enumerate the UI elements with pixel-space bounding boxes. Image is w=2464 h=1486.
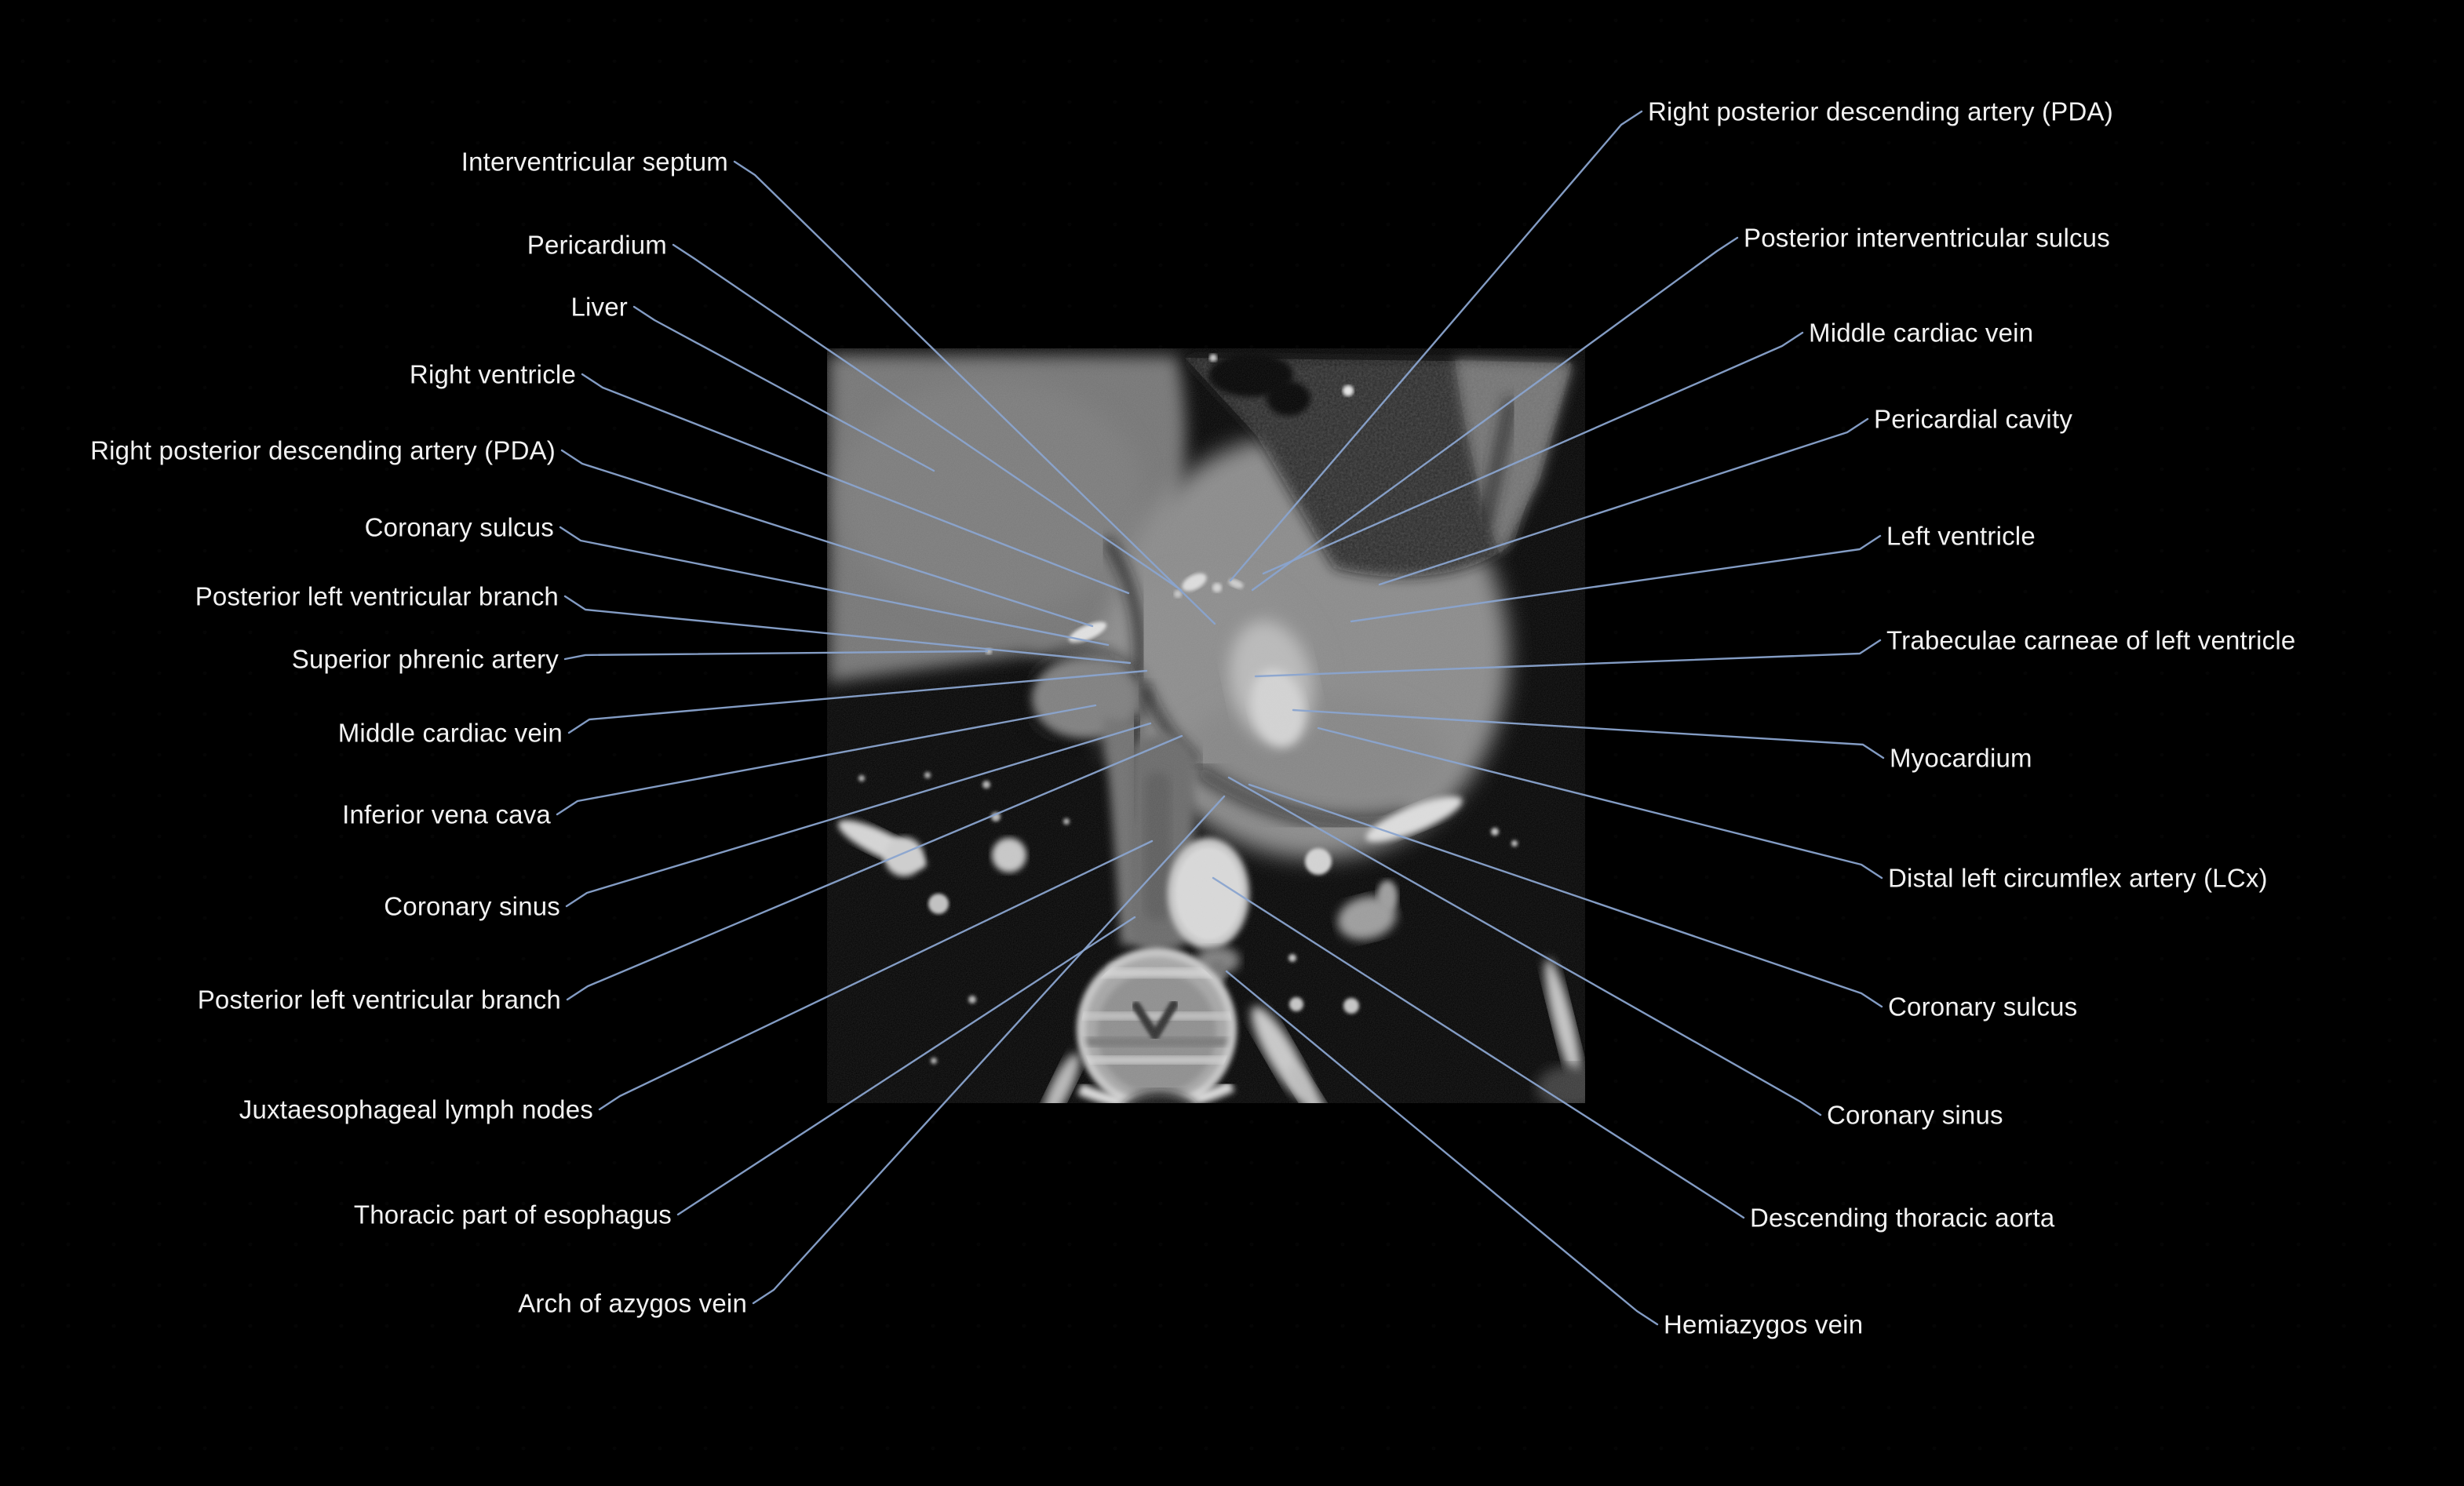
- leader-lines: [556, 110, 1885, 1326]
- anatomy-label[interactable]: Posterior left ventricular branch: [195, 581, 559, 611]
- leader-line: [556, 704, 1097, 816]
- anatomy-label[interactable]: Distal left circumflex artery (LCx): [1888, 863, 2268, 893]
- anatomy-label[interactable]: Right posterior descending artery (PDA): [90, 435, 556, 465]
- anatomy-label[interactable]: Coronary sulcus: [1888, 992, 2078, 1022]
- anatomy-label[interactable]: Juxtaesophageal lymph nodes: [239, 1094, 593, 1124]
- leader-line: [1262, 331, 1804, 575]
- anatomy-label[interactable]: Pericardium: [527, 230, 667, 260]
- leader-line: [1350, 534, 1882, 623]
- anatomy-label[interactable]: Posterior interventricular sulcus: [1744, 223, 2110, 253]
- leader-line: [632, 305, 935, 472]
- leader-line: [672, 243, 1183, 592]
- anatomy-label[interactable]: Right ventricle: [409, 359, 576, 389]
- anatomy-label[interactable]: Hemiazygos vein: [1664, 1309, 1864, 1339]
- anatomy-label[interactable]: Pericardial cavity: [1874, 404, 2073, 434]
- anatomy-label[interactable]: Trabeculae carneae of left ventricle: [1886, 625, 2296, 655]
- leader-line: [598, 840, 1154, 1111]
- leader-line: [1378, 417, 1869, 586]
- anatomy-label[interactable]: Liver: [570, 292, 628, 322]
- anatomy-label[interactable]: Thoracic part of esophagus: [353, 1200, 672, 1229]
- leader-line: [1212, 876, 1745, 1219]
- anatomy-label[interactable]: Left ventricle: [1886, 521, 2036, 551]
- leader-line: [563, 595, 1132, 665]
- leader-line: [1227, 776, 1822, 1116]
- anatomy-label[interactable]: Coronary sinus: [1827, 1100, 2003, 1130]
- anatomy-label[interactable]: Interventricular septum: [461, 147, 728, 177]
- anatomy-label[interactable]: Descending thoracic aorta: [1750, 1203, 2055, 1233]
- leader-line: [752, 795, 1226, 1305]
- anatomy-label[interactable]: Middle cardiac vein: [337, 718, 563, 748]
- leader-line: [1229, 110, 1643, 582]
- leader-line: [581, 373, 1130, 595]
- leader-line: [676, 916, 1136, 1216]
- anatomy-label[interactable]: Coronary sinus: [384, 891, 560, 921]
- leader-line: [1248, 783, 1883, 1008]
- anatomy-label[interactable]: Posterior left ventricular branch: [197, 985, 561, 1014]
- leader-line: [1317, 727, 1883, 880]
- anatomy-label[interactable]: Coronary sulcus: [364, 512, 554, 542]
- leader-line: [565, 722, 1152, 908]
- anatomy-label[interactable]: Arch of azygos vein: [518, 1288, 747, 1318]
- anatomy-label[interactable]: Inferior vena cava: [342, 799, 551, 829]
- leader-line: [559, 526, 1110, 646]
- anatomy-label[interactable]: Right posterior descending artery (PDA): [1648, 97, 2113, 126]
- leader-line: [560, 449, 1094, 628]
- leader-line: [1225, 970, 1659, 1326]
- ct-scan-image: [827, 348, 1585, 1103]
- leader-line: [1251, 236, 1739, 592]
- leader-line: [566, 734, 1183, 1001]
- leader-line: [1292, 708, 1885, 759]
- leader-line: [567, 669, 1148, 734]
- leader-line: [563, 650, 989, 661]
- anatomy-label[interactable]: Superior phrenic artery: [291, 644, 559, 674]
- leader-line: [733, 160, 1216, 625]
- anatomy-label[interactable]: Myocardium: [1890, 743, 2032, 773]
- anatomy-label[interactable]: Middle cardiac vein: [1809, 318, 2034, 348]
- leader-line: [1254, 639, 1882, 678]
